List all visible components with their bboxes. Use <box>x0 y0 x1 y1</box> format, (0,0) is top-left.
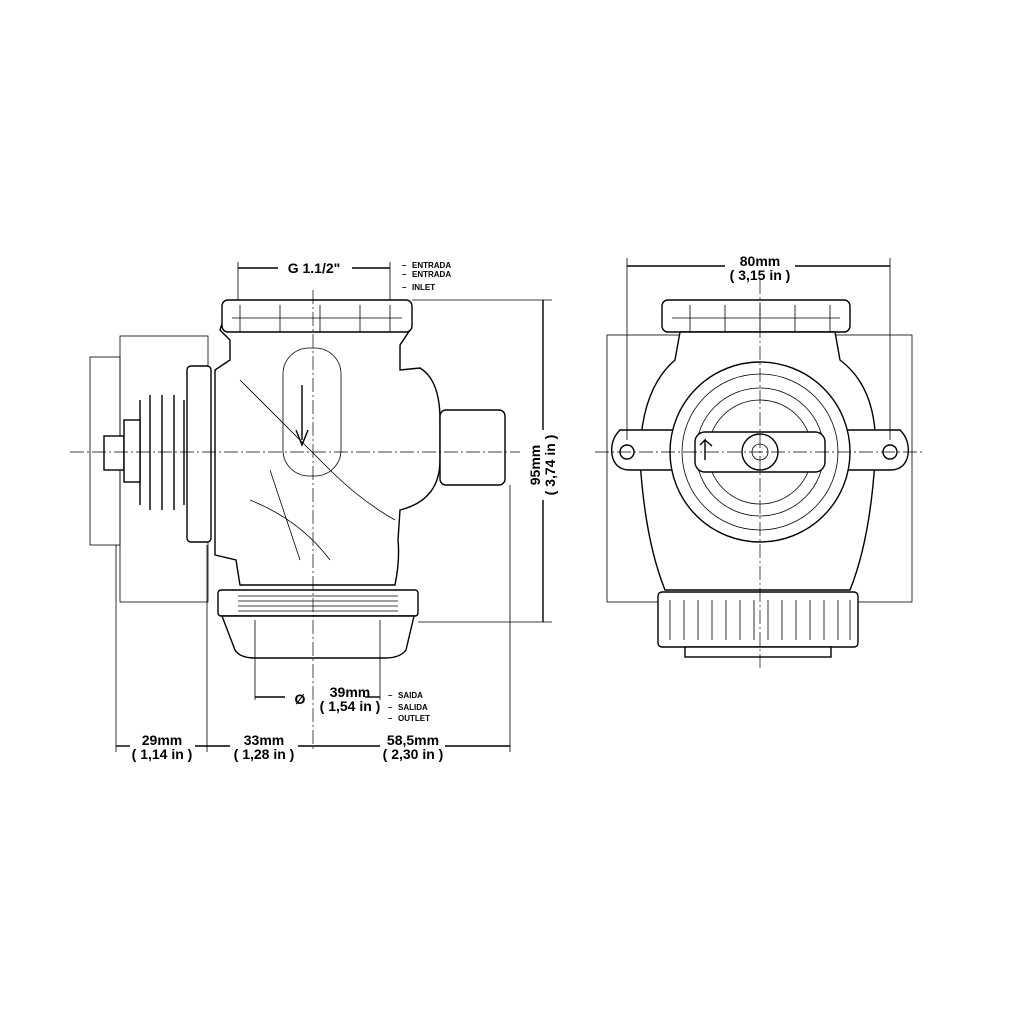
left-lug <box>610 429 681 471</box>
fins <box>103 395 185 510</box>
svg-text:–: – <box>388 691 393 700</box>
height-in: ( 3,74 in ) <box>542 435 558 496</box>
svg-text:–: – <box>402 261 407 270</box>
outlet-thread <box>217 589 419 617</box>
dim-outlet-in: ( 2,30 in ) <box>383 746 444 762</box>
diameter-symbol: Ø <box>295 691 306 707</box>
rotation-arrow-icon <box>699 438 713 460</box>
svg-text:–: – <box>388 714 393 723</box>
side-port <box>439 409 506 486</box>
outlet-diameter-mm: 39mm <box>330 684 370 700</box>
outlet-label-pt: SAIDA <box>398 691 423 700</box>
outlet-label-en: OUTLET <box>398 714 430 723</box>
outlet-diameter-in: ( 1,54 in ) <box>320 698 381 714</box>
dim-outlet-mm: 58,5mm <box>387 732 439 748</box>
height-mm: 95mm <box>527 445 543 485</box>
dim-motor-mm: 29mm <box>142 732 182 748</box>
inlet-thread-label: G 1.1/2" <box>288 260 341 276</box>
motor-flange <box>186 365 212 543</box>
flow-chamber <box>282 347 342 477</box>
dim-body-in: ( 1,28 in ) <box>234 746 295 762</box>
svg-text:–: – <box>402 270 407 279</box>
front-view: 80mm ( 3,15 in ) <box>595 253 925 670</box>
front-width-in: ( 3,15 in ) <box>730 267 791 283</box>
dim-body-mm: 33mm <box>244 732 284 748</box>
inlet-label-pt: ENTRADA <box>412 261 451 270</box>
svg-text:–: – <box>402 283 407 292</box>
dim-motor-in: ( 1,14 in ) <box>132 746 193 762</box>
shaft-nut <box>103 435 125 471</box>
pump-body <box>214 304 441 586</box>
inlet-flange <box>221 299 413 333</box>
outlet-label-es: SALIDA <box>398 703 428 712</box>
outlet-ring <box>657 591 859 648</box>
front-width-mm: 80mm <box>740 253 780 269</box>
outlet-nozzle <box>220 615 415 659</box>
right-lug <box>839 429 910 471</box>
flow-arrow-icon <box>295 385 309 447</box>
inlet-label-es: ENTRADA <box>412 270 451 279</box>
outlet-base <box>684 646 832 658</box>
svg-text:–: – <box>388 703 393 712</box>
side-view: G 1.1/2" – ENTRADA – ENTRADA – INLET 95m… <box>70 260 558 762</box>
inlet-label-en: INLET <box>412 283 435 292</box>
